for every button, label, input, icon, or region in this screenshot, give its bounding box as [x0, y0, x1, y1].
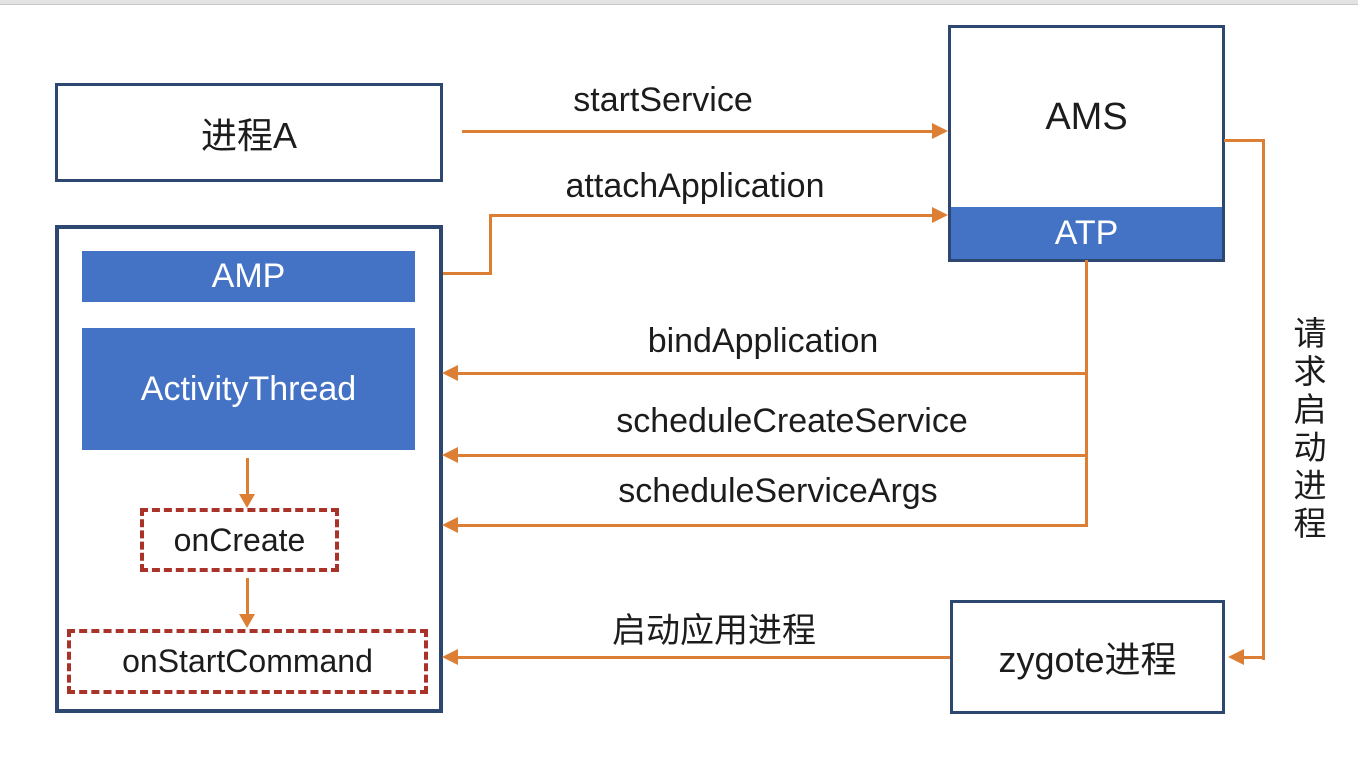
arrowhead-left-icon — [1228, 649, 1244, 665]
attach-application-arrow-seg1 — [443, 272, 492, 275]
arrowhead-left-icon — [442, 365, 458, 381]
arrowhead-down-icon — [239, 614, 255, 628]
request-start-arrow-seg2 — [1262, 139, 1265, 660]
attach-application-label: attachApplication — [565, 167, 825, 205]
amp-box: AMP — [82, 251, 415, 302]
oncreate-box: onCreate — [140, 508, 339, 572]
schedule-service-args-arrow-line — [458, 524, 1088, 527]
schedule-service-args-label: scheduleServiceArgs — [618, 472, 938, 510]
schedule-create-service-label: scheduleCreateService — [616, 402, 968, 440]
ams-box: AMS ATP — [948, 25, 1225, 262]
schedule-create-service-arrow-line — [458, 454, 1088, 457]
arrowhead-left-icon — [442, 447, 458, 463]
start-service-label: startService — [573, 81, 753, 119]
arrowhead-left-icon — [442, 649, 458, 665]
arrowhead-right-icon — [932, 123, 948, 139]
top-edge-strip — [0, 0, 1358, 5]
onstartcommand-box: onStartCommand — [67, 629, 428, 694]
oncreate-label: onCreate — [173, 521, 306, 558]
atp-label: ATP — [1054, 213, 1119, 252]
zygote-box: zygote进程 — [950, 600, 1225, 714]
atp-box: ATP — [951, 207, 1222, 259]
zygote-label: zygote进程 — [998, 639, 1177, 680]
start-app-process-arrow-line — [458, 656, 950, 659]
request-start-arrow-seg3 — [1243, 656, 1265, 659]
arrowhead-left-icon — [442, 517, 458, 533]
attach-application-arrow-seg3 — [489, 214, 932, 217]
ams-label: AMS — [1045, 96, 1128, 138]
request-start-arrow-seg1 — [1224, 139, 1265, 142]
start-app-process-label: 启动应用进程 — [612, 612, 816, 650]
arrowhead-down-icon — [239, 494, 255, 508]
attach-application-arrow-seg2 — [489, 214, 492, 275]
bind-application-label: bindApplication — [647, 322, 879, 360]
oncreate-to-onstartcommand-line — [246, 578, 249, 616]
activitythread-to-oncreate-line — [246, 458, 249, 496]
amp-label: AMP — [211, 257, 286, 295]
process-a-box: 进程A — [55, 83, 443, 182]
bind-application-arrow-line — [458, 372, 1088, 375]
start-service-arrow-line — [462, 130, 932, 133]
activity-thread-box: ActivityThread — [82, 328, 415, 450]
process-a-label: 进程A — [200, 114, 297, 156]
arrowhead-right-icon — [932, 207, 948, 223]
activity-thread-label: ActivityThread — [140, 369, 357, 408]
onstartcommand-label: onStartCommand — [122, 643, 373, 679]
request-start-process-label: 请求启动进程 — [1289, 316, 1326, 544]
atp-callback-drop-line — [1085, 260, 1088, 526]
